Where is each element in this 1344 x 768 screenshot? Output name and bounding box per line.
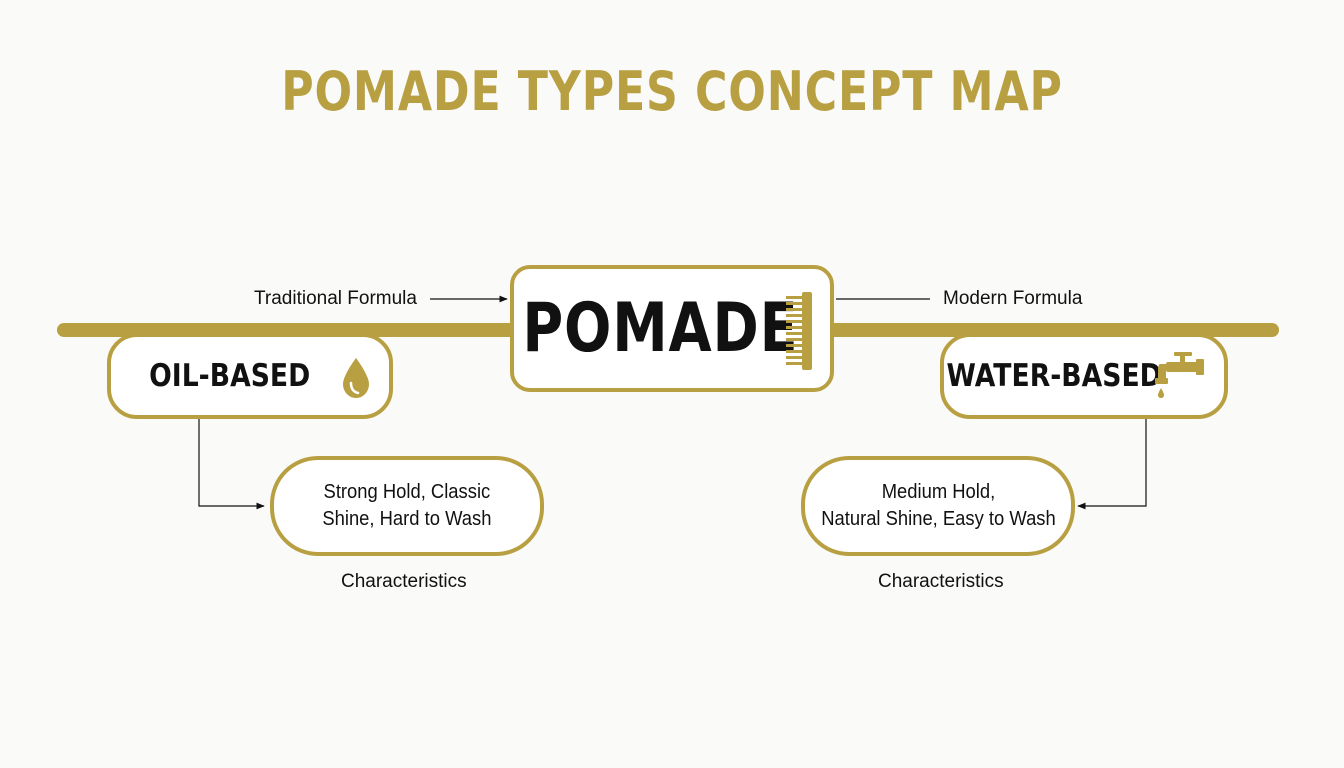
pomade-center-node: POMADE: [510, 265, 834, 392]
water-characteristics-line-2: Natural Shine, Easy to Wash: [820, 508, 1056, 530]
oil-based-label: OIL-BASED: [149, 358, 311, 394]
water-characteristics-node: Medium Hold, Natural Shine, Easy to Wash: [801, 456, 1075, 556]
comb-icon: [786, 292, 812, 370]
page-title: POMADE TYPES CONCEPT MAP: [281, 60, 1063, 123]
water-faucet-icon: [1155, 352, 1204, 398]
water-characteristics-connector: [1077, 419, 1147, 510]
oil-characteristics-connector: [198, 419, 265, 510]
modern-formula-label: Modern Formula: [943, 288, 1083, 309]
pomade-label: POMADE: [521, 289, 799, 368]
water-based-node: WATER-BASED: [940, 333, 1228, 419]
oil-characteristics-node: Strong Hold, Classic Shine, Hard to Wash: [270, 456, 544, 556]
water-characteristics-line-1: Medium Hold,: [881, 481, 995, 503]
water-based-label: WATER-BASED: [946, 358, 1162, 394]
oil-characteristics-text: Strong Hold, Classic Shine, Hard to Wash: [322, 479, 491, 533]
oil-characteristics-line-2: Shine, Hard to Wash: [322, 508, 492, 530]
oil-based-node: OIL-BASED: [107, 333, 393, 419]
traditional-formula-label: Traditional Formula: [254, 288, 417, 309]
water-characteristics-caption: Characteristics: [878, 571, 1004, 592]
oil-characteristics-line-1: Strong Hold, Classic: [323, 481, 491, 503]
oil-characteristics-caption: Characteristics: [341, 571, 467, 592]
water-characteristics-text: Medium Hold, Natural Shine, Easy to Wash: [821, 479, 1056, 533]
oil-drop-icon: [343, 358, 369, 398]
